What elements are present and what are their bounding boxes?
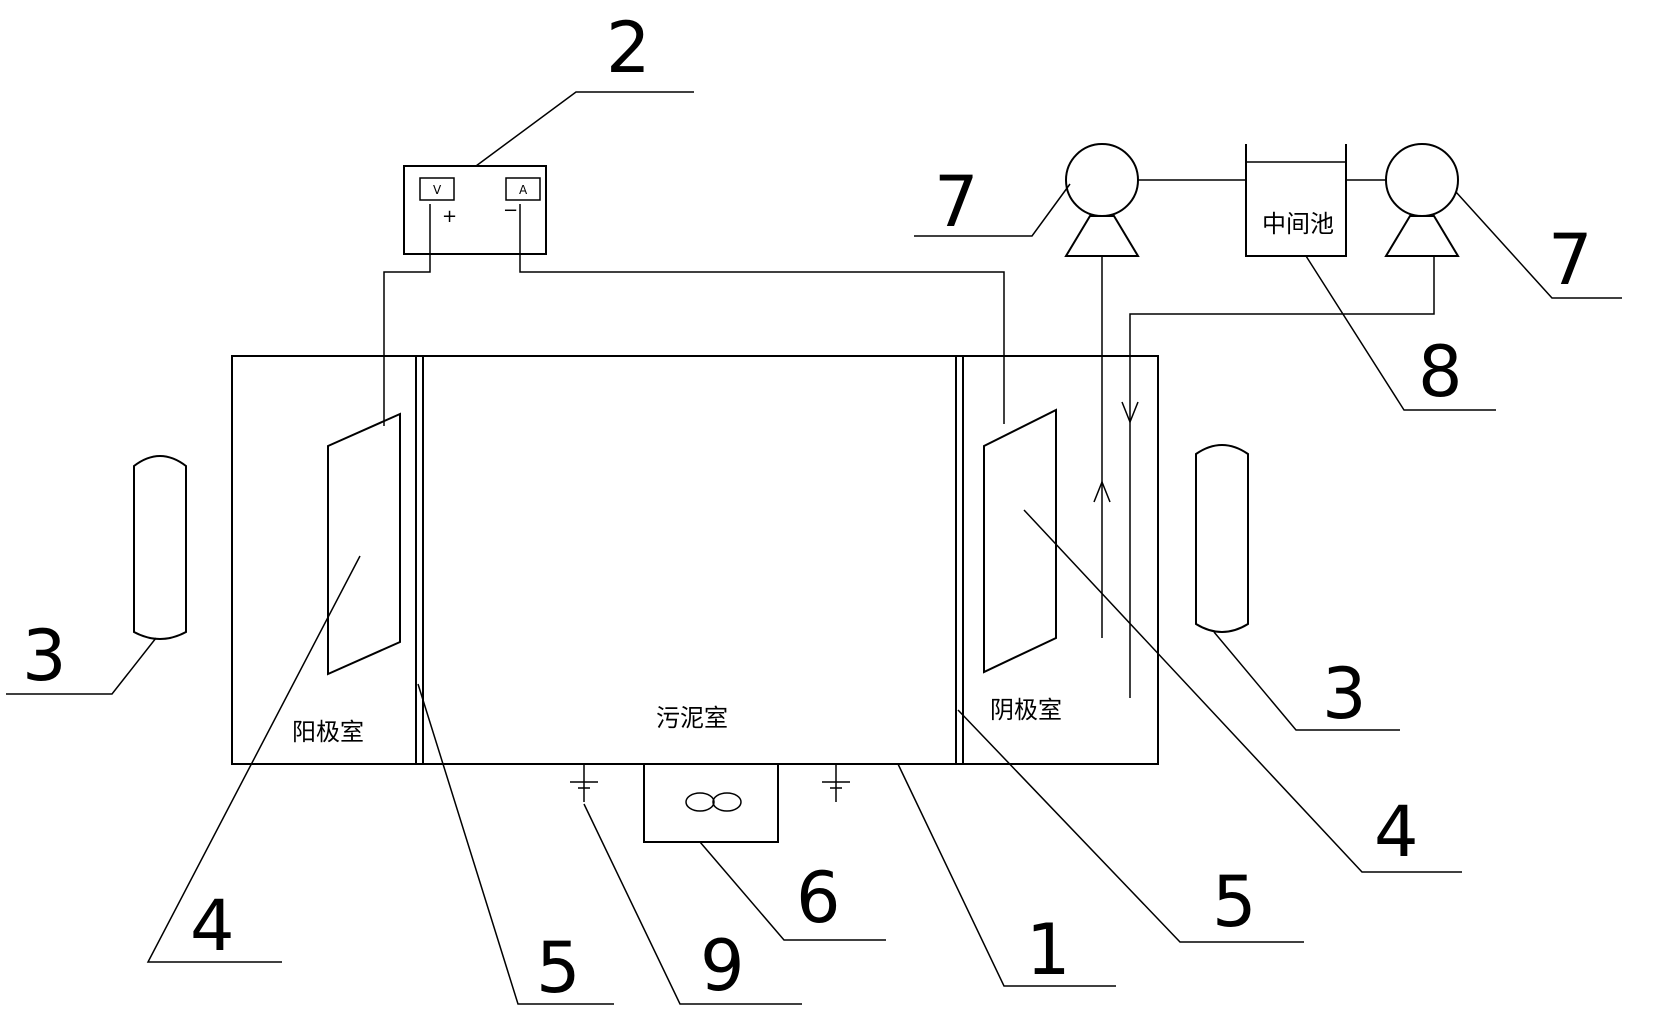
membrane-left: [415, 356, 424, 764]
negative-terminal-sign: −: [503, 200, 518, 221]
membrane-right: [955, 356, 964, 764]
leader-line-5-right: [957, 709, 1304, 943]
pump-left: [1064, 143, 1140, 257]
leader-line-7-right: [1455, 191, 1622, 299]
callout-3-left: 3: [22, 615, 67, 697]
flow-arrow-down: [1121, 401, 1139, 425]
leader-line-3-right: [1213, 631, 1400, 731]
callout-2: 2: [606, 7, 651, 89]
power-supply: V A + −: [403, 165, 547, 255]
callout-7-right: 7: [1548, 219, 1593, 301]
callout-7-left: 7: [934, 161, 979, 243]
pipe-cathode-return: [1129, 256, 1435, 698]
positive-terminal-sign: +: [442, 206, 457, 227]
leader-line-9: [583, 803, 802, 1005]
callout-1: 1: [1026, 909, 1071, 991]
leader-line-4-right: [1023, 509, 1462, 873]
anode-wire: [383, 204, 431, 426]
voltmeter: [419, 177, 455, 201]
callout-6: 6: [796, 857, 841, 939]
callout-8: 8: [1418, 331, 1463, 413]
ammeter-label: A: [519, 183, 528, 197]
callout-3-right: 3: [1322, 653, 1367, 735]
anode-electrode: [327, 412, 401, 676]
callout-4-left: 4: [190, 885, 235, 967]
leader-line-3-left: [6, 637, 157, 695]
anode-chamber-label: 阳极室: [292, 718, 364, 746]
stir-bar-left: [685, 792, 715, 812]
valve-left: [570, 764, 598, 802]
sludge-chamber-label: 污泥室: [656, 704, 728, 732]
magnetic-stirrer: [643, 763, 779, 843]
leader-line-6: [699, 841, 886, 941]
leader-line-4-left: [146, 555, 361, 963]
leader-line-5-left: [417, 683, 614, 1005]
gas-cylinder-right: [1195, 444, 1249, 633]
ammeter: [505, 177, 541, 201]
callout-5-right: 5: [1212, 861, 1257, 943]
flow-arrow-up: [1093, 479, 1111, 503]
intermediate-tank-label: 中间池: [1262, 210, 1334, 238]
intermediate-tank: 中间池: [1245, 144, 1347, 257]
cathode-wire: [519, 204, 1005, 424]
cathode-chamber-label: 阴极室: [990, 696, 1062, 724]
callout-9: 9: [700, 925, 745, 1007]
callout-4-right: 4: [1374, 791, 1419, 873]
leader-line-1: [897, 763, 1116, 987]
gas-cylinder-left: [133, 455, 187, 640]
leader-line-8: [1305, 255, 1496, 411]
voltmeter-label: V: [433, 183, 442, 197]
callout-5-left: 5: [536, 927, 581, 1009]
stir-bar-right: [712, 792, 742, 812]
valve-right: [822, 764, 850, 802]
leader-line-7-left: [914, 183, 1071, 237]
pump-right: [1384, 143, 1460, 257]
cathode-electrode: [983, 408, 1057, 674]
leader-line-2: [475, 91, 694, 167]
